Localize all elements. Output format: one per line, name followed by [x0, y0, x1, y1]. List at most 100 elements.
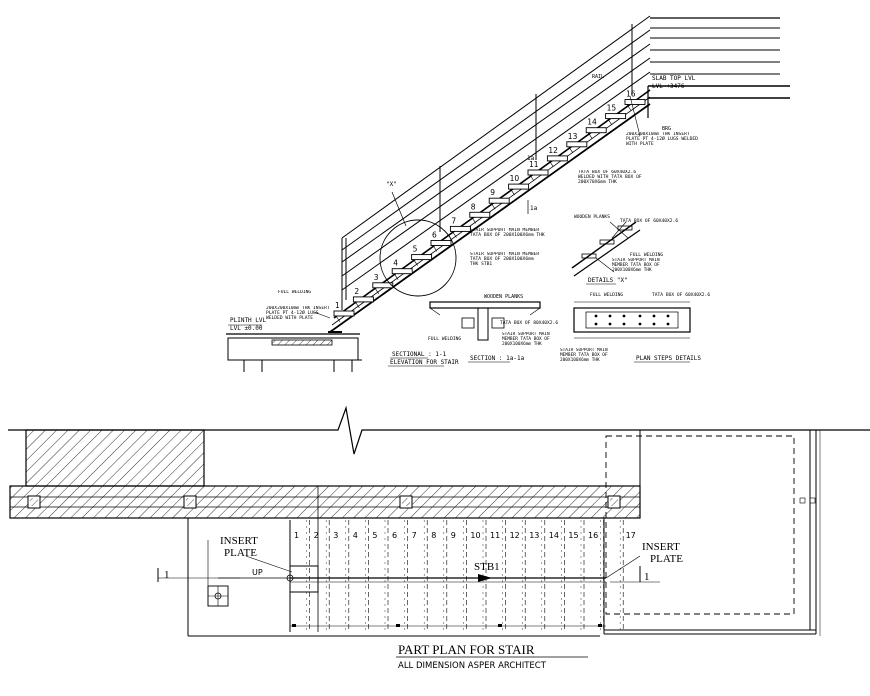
tread: [391, 268, 413, 275]
hatched-wall: [25, 429, 205, 487]
plan-step-number: 16: [588, 531, 598, 540]
note-stair-support-sub: STAIR SUPPORT MAIN MEMBER TATA BOX OF 20…: [470, 252, 540, 268]
plan-step-number: 17: [626, 531, 636, 540]
plinth-label: PLINTH LVL: [230, 317, 267, 324]
tread: [469, 211, 491, 218]
bolt: [666, 314, 670, 318]
details-support-note: STAIR SUPPORT MAIN MEMBER TATA BOX OF 20…: [612, 258, 660, 273]
step-number: 6: [432, 231, 437, 240]
note-full-welding-elev: FULL WELDING: [278, 290, 312, 295]
plan-step-number: 12: [510, 531, 520, 540]
bolt: [652, 314, 656, 318]
bolt: [594, 322, 598, 326]
bolt: [638, 322, 642, 326]
stb1-label: STB1: [474, 561, 500, 573]
note-stair-support-main: STAIR SUPPORT MAIN MEMBER TATA BOX OF 20…: [470, 228, 545, 239]
insert-plate-left: [289, 565, 319, 593]
plinth-base: [226, 331, 362, 372]
plan-step-number: 10: [470, 531, 480, 540]
plan-step-number: 5: [372, 531, 377, 540]
section-full-welding: FULL WELDING: [428, 336, 461, 342]
sectional-title: SECTIONAL : 1-1: [392, 351, 447, 358]
tread: [527, 169, 549, 176]
wooden-planks-label: WOODEN PLANKS: [484, 294, 523, 300]
section-marker: 1a: [530, 205, 538, 212]
up-label: UP: [252, 568, 263, 577]
plan-steps-support-note: STAIR SUPPORT MAIN MEMBER TATA BOX OF 20…: [560, 348, 608, 363]
hatched-beam: [9, 485, 641, 519]
step-number: 16: [626, 90, 636, 99]
step-number: 4: [393, 259, 398, 268]
slab-top: [647, 17, 790, 118]
step-number: 2: [354, 287, 359, 296]
plinth-level: LVL ±0.00: [230, 325, 263, 332]
details-tata-box: TATA BOX OF 60X40X2.6: [620, 218, 678, 224]
step-number: 1: [335, 301, 340, 310]
insert-plate-left-line2: PLATE: [224, 547, 257, 559]
details-title: DETAILS "X": [588, 277, 628, 284]
tread: [605, 113, 627, 120]
step-number: 14: [587, 118, 597, 127]
landing-dashed: [605, 435, 795, 615]
bolt: [622, 314, 626, 318]
handrails: [341, 15, 651, 310]
note-insert-plate-bottom: 200X200X10mm THK INSERT PLATE PT 4-12Ø L…: [266, 306, 330, 322]
bolt: [608, 314, 612, 318]
note-tata-box-steps: TATA BOX OF 60X40X2.6 WELDED WITH TATA B…: [578, 170, 642, 186]
section-support-note: STAIR SUPPORT MAIN MEMBER TATA BOX OF 20…: [502, 332, 550, 347]
step-number: 9: [490, 188, 495, 197]
bolt: [594, 314, 598, 318]
detail-x-marker: "X": [386, 181, 397, 188]
plan-step-number: 4: [353, 531, 358, 540]
details-x: [571, 221, 641, 277]
plan-step-number: 15: [568, 531, 578, 540]
bolt: [652, 322, 656, 326]
tread: [333, 310, 355, 317]
plan-step-number: 1: [294, 531, 299, 540]
insert-plate-left-line1: INSERT: [220, 535, 258, 547]
section-tata-box-label: TATA BOX OF 80X40X2.6: [500, 320, 558, 326]
step-number: 13: [568, 132, 578, 141]
tread: [585, 127, 607, 134]
plan-step-number: 14: [549, 531, 559, 540]
tread: [411, 254, 433, 261]
bearing-label: BRG: [662, 126, 671, 132]
tread: [352, 296, 374, 303]
tread: [508, 183, 530, 190]
details-full-welding: FULL WELDING: [630, 252, 663, 258]
tread: [449, 225, 471, 232]
tread: [372, 282, 394, 289]
plan-step-number: 11: [490, 531, 500, 540]
tread: [430, 240, 452, 246]
insert-plate-right-line2: PLATE: [650, 553, 683, 565]
tread: [488, 197, 510, 204]
plan-step-number: 3: [333, 531, 338, 540]
section-mark-left: 1: [164, 569, 170, 581]
section-1a-detail: WOODEN PLANKS TATA BOX OF 80X40X2.6 FULL…: [428, 294, 558, 363]
plan-steps-bolts: [594, 314, 670, 326]
tread: [546, 155, 568, 162]
step-number: 10: [510, 174, 520, 183]
step-number: 11: [529, 160, 539, 169]
slab-top-level: LVL +3476: [652, 83, 685, 90]
plan-tata-box: TATA BOX OF 60X40X2.6: [652, 292, 710, 298]
step-number: 5: [413, 245, 418, 254]
bolt: [638, 314, 642, 318]
plan-step-number: 2: [314, 531, 319, 540]
bolt: [622, 322, 626, 326]
step-number: 12: [548, 146, 558, 155]
bolt: [608, 322, 612, 326]
plan-subtitle: ALL DIMENSION ASPER ARCHITECT: [398, 661, 547, 671]
rail-label: RAIL: [592, 74, 604, 80]
plan-step-number: 7: [412, 531, 417, 540]
tread: [566, 141, 588, 148]
slab-top-label: SLAB TOP LVL: [652, 75, 696, 82]
note-insert-plate-top: 200X200X10mm THK INSERT PLATE PT 4-12Ø L…: [626, 132, 698, 148]
step-number: 15: [607, 104, 617, 113]
break-line: [8, 405, 870, 455]
plan-steps-detail: [573, 301, 691, 339]
section-title: SECTION : 1a-1a: [470, 355, 525, 362]
